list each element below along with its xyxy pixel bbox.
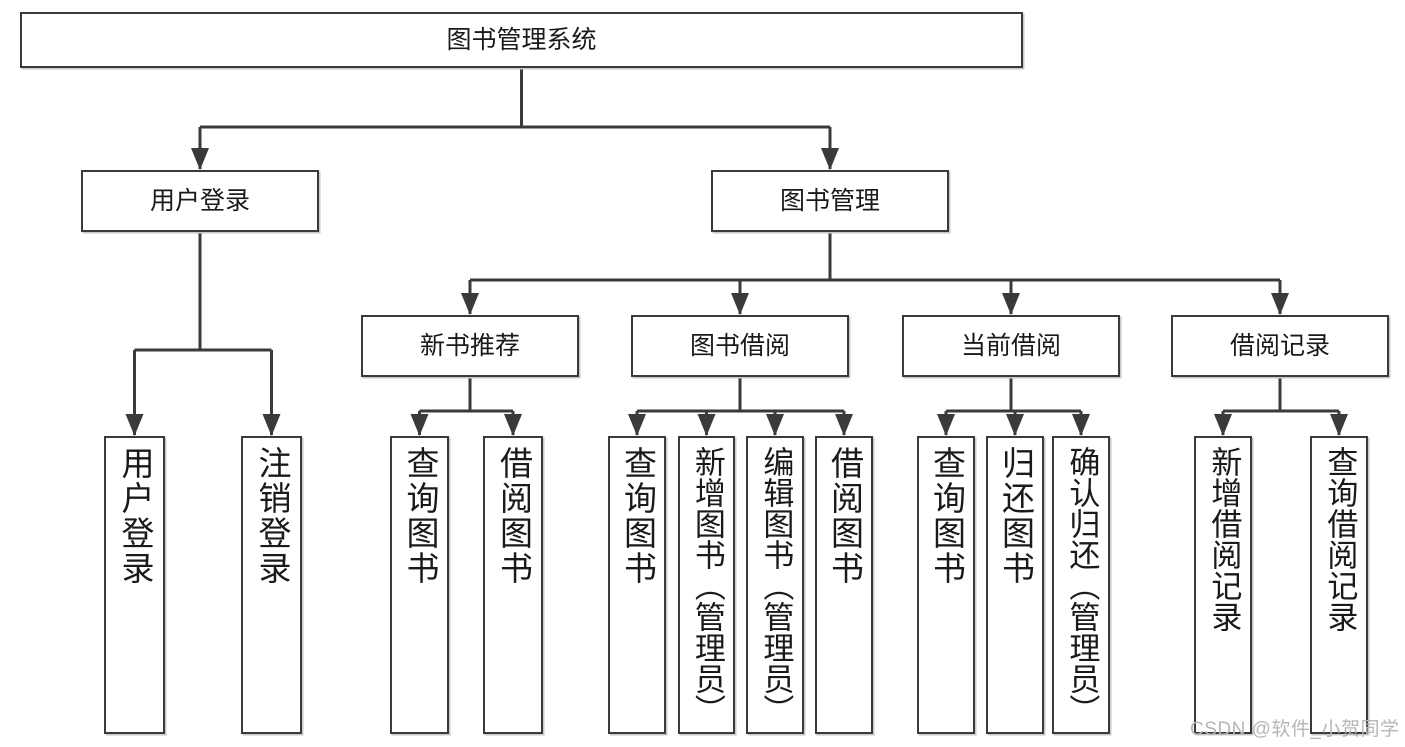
node-label: 查询图书 [619, 446, 657, 586]
node-label: 查询图书 [928, 446, 966, 586]
node-label: 新书推荐 [419, 332, 520, 360]
node-label: 归还图书 [997, 446, 1035, 586]
node-label: 图书借阅 [689, 332, 790, 360]
node-label: 借阅图书 [495, 446, 533, 586]
node-label: 新增借阅记录 [1206, 446, 1242, 632]
node-leaf-query-record[interactable]: 查询借阅记录 [1310, 436, 1368, 734]
node-label: 借阅记录 [1229, 332, 1330, 360]
node-leaf-query-book-1[interactable]: 查询图书 [390, 436, 449, 734]
node-label: 确认归还（管理员） [1064, 446, 1100, 725]
node-leaf-add-record[interactable]: 新增借阅记录 [1194, 436, 1252, 734]
node-label: 编辑图书（管理员） [758, 446, 794, 725]
node-leaf-borrow-book-2[interactable]: 借阅图书 [815, 436, 873, 734]
node-label: 图书管理 [779, 187, 880, 215]
node-leaf-logout[interactable]: 注销登录 [241, 436, 302, 734]
node-book-manage[interactable]: 图书管理 [711, 170, 949, 232]
node-leaf-edit-book[interactable]: 编辑图书（管理员） [746, 436, 804, 734]
node-label: 用户登录 [116, 446, 154, 586]
node-label: 注销登录 [253, 446, 291, 586]
node-label: 用户登录 [149, 187, 250, 215]
node-new-book-rec[interactable]: 新书推荐 [361, 315, 579, 377]
node-leaf-add-book[interactable]: 新增图书（管理员） [678, 436, 735, 734]
node-book-borrow[interactable]: 图书借阅 [631, 315, 849, 377]
watermark-label: CSDN @软件_小贺同学 [1190, 719, 1400, 740]
node-label: 图书管理系统 [446, 26, 597, 54]
node-leaf-borrow-book-1[interactable]: 借阅图书 [483, 436, 543, 734]
node-label: 当前借阅 [960, 332, 1061, 360]
node-leaf-query-book-3[interactable]: 查询图书 [917, 436, 975, 734]
node-leaf-user-login[interactable]: 用户登录 [104, 436, 165, 734]
node-label: 新增图书（管理员） [689, 446, 725, 725]
node-label: 查询借阅记录 [1322, 446, 1358, 632]
node-leaf-return-book[interactable]: 归还图书 [986, 436, 1044, 734]
node-current-borrow[interactable]: 当前借阅 [902, 315, 1120, 377]
node-leaf-query-book-2[interactable]: 查询图书 [608, 436, 666, 734]
node-label: 查询图书 [401, 446, 439, 586]
node-borrow-record[interactable]: 借阅记录 [1171, 315, 1389, 377]
node-root[interactable]: 图书管理系统 [20, 12, 1023, 68]
node-leaf-confirm-return[interactable]: 确认归还（管理员） [1052, 436, 1110, 734]
node-label: 借阅图书 [826, 446, 864, 586]
node-user-login[interactable]: 用户登录 [81, 170, 319, 232]
